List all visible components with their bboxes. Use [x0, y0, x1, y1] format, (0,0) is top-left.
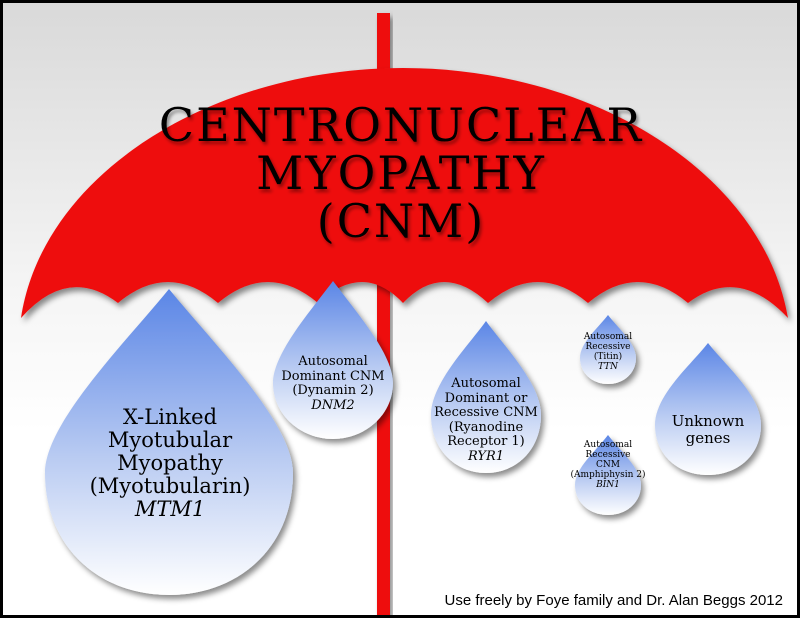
drop-label-unknown: Unknown genes	[655, 412, 761, 448]
dnm2-line-3: (Dynamin 2)	[292, 383, 374, 399]
drop-ttn	[580, 315, 636, 384]
bin1-gene: BIN1	[596, 479, 620, 490]
drop-label-bin1: Autosomal Recessive CNM (Amphiphysin 2) …	[558, 440, 658, 490]
ryr1-gene: RYR1	[467, 448, 505, 464]
drop-ryr1	[431, 321, 541, 473]
title-line-2: MYOPATHY	[256, 146, 546, 200]
umbrella-canopy	[21, 68, 788, 318]
mtm1-line-3: Myopathy	[117, 450, 223, 475]
ttn-line-1: Autosomal	[583, 332, 633, 342]
credit-text: Use freely by Foye family and Dr. Alan B…	[444, 592, 783, 609]
drop-label-ttn: Autosomal Recessive (Titin) TTN	[574, 332, 642, 372]
unknown-line-1: Unknown	[671, 412, 745, 430]
dnm2-line-1: Autosomal	[298, 354, 368, 369]
drop-dnm2	[273, 281, 393, 439]
bin1-line-3: CNM	[596, 459, 620, 470]
unknown-line-2: genes	[685, 429, 731, 448]
drop-label-ryr1: Autosomal Dominant or Recessive CNM (Rya…	[431, 376, 541, 464]
ryr1-line-4: (Ryanodine	[448, 419, 524, 435]
ttn-line-2: Recessive	[585, 342, 631, 353]
title-line-1: CENTRONUCLEAR	[159, 98, 643, 152]
mtm1-line-1: X-Linked	[122, 405, 218, 429]
title-line-3: (CNM)	[317, 194, 485, 248]
dnm2-gene: DNM2	[311, 397, 355, 413]
bin1-line-1: Autosomal	[583, 440, 633, 450]
dnm2-line-2: Dominant CNM	[281, 368, 385, 384]
ttn-gene: TTN	[597, 362, 619, 373]
mtm1-line-2: Myotubular	[107, 427, 233, 452]
drop-unknown	[655, 343, 761, 475]
ryr1-line-3: Recessive CNM	[434, 405, 538, 421]
drop-bin1	[575, 435, 641, 515]
ttn-line-3: (Titin)	[593, 352, 623, 363]
mtm1-gene: MTM1	[134, 496, 206, 521]
drop-label-mtm1: X-Linked Myotubular Myopathy (Myotubular…	[45, 406, 295, 520]
drop-label-dnm2: Autosomal Dominant CNM (Dynamin 2) DNM2	[275, 354, 391, 413]
bin1-line-4: (Amphiphysin 2)	[570, 469, 646, 480]
ryr1-line-5: Receptor 1)	[447, 434, 525, 450]
ryr1-line-1: Autosomal	[451, 376, 521, 391]
drop-mtm1	[45, 289, 293, 595]
bin1-line-2: Recessive	[585, 449, 631, 460]
umbrella-diagram: CENTRONUCLEAR MYOPATHY (CNM)	[21, 13, 788, 615]
ryr1-line-2: Dominant or	[444, 390, 528, 406]
mtm1-line-4: (Myotubularin)	[89, 473, 251, 498]
